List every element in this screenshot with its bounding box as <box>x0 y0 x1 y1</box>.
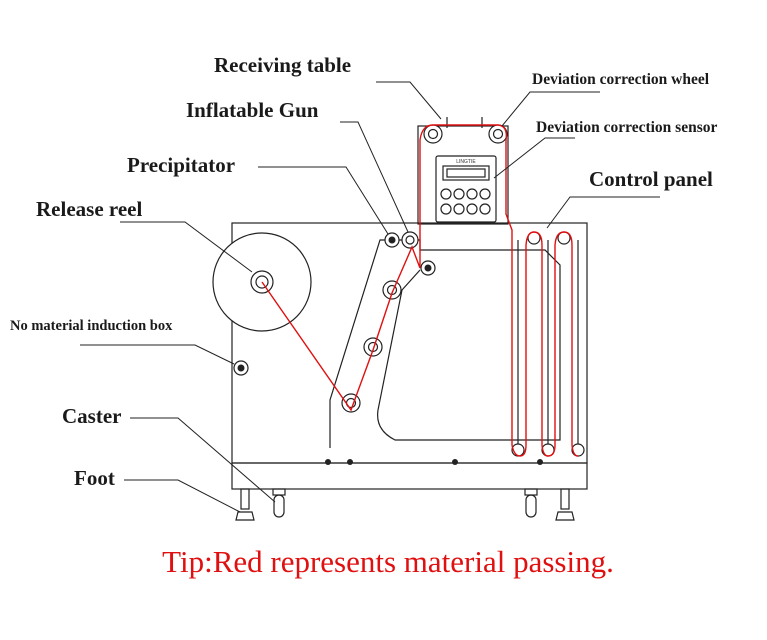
foot-right-pad <box>555 511 575 521</box>
panel-button <box>479 203 491 215</box>
receiving-table <box>417 117 509 225</box>
panel-button <box>479 188 491 200</box>
leader-correction-wheel <box>501 91 600 127</box>
leader-correction-sensor <box>493 137 575 179</box>
leader-inflatable-gun <box>340 121 409 233</box>
panel-button <box>453 188 465 200</box>
material-path <box>261 124 579 457</box>
panel-buttons <box>440 188 491 215</box>
feet-casters <box>235 488 575 521</box>
precipitator-dot <box>388 236 396 244</box>
frame-dot <box>537 459 543 465</box>
panel-button <box>466 203 478 215</box>
induction-sensor-dot <box>237 364 245 372</box>
material-route <box>261 124 579 457</box>
guide-rollers <box>341 231 436 413</box>
caster-right-mount <box>524 488 538 496</box>
reel-axle <box>255 275 269 289</box>
label-inflatable-gun: Inflatable Gun <box>186 98 319 122</box>
label-release-reel: Release reel <box>36 197 142 221</box>
panel-lcd <box>442 165 490 181</box>
machine-body <box>231 222 588 490</box>
label-foot: Foot <box>74 466 115 490</box>
label-receiving-table: Receiving table <box>214 53 351 77</box>
label-precipitator: Precipitator <box>127 153 235 177</box>
panel-button <box>440 188 452 200</box>
roller <box>382 280 402 300</box>
induction-box <box>233 360 249 376</box>
leader-induction-box <box>80 344 235 365</box>
label-induction-box: No material induction box <box>10 318 173 334</box>
tip-text: Tip:Red represents material passing. <box>162 544 614 579</box>
label-caster: Caster <box>62 404 121 428</box>
reel-hub <box>250 270 274 294</box>
panel-button <box>440 203 452 215</box>
panel-button <box>453 203 465 215</box>
drive-roller-dot <box>424 264 432 272</box>
base-plinth <box>231 462 588 490</box>
labels: Receiving table Inflatable Gun Precipita… <box>10 53 717 490</box>
correction-wheel-right-hub <box>492 128 504 140</box>
leader-precipitator <box>258 166 389 235</box>
leader-foot <box>124 479 241 513</box>
roller <box>363 337 383 357</box>
right-roller-columns <box>511 231 585 457</box>
caster-right-wheel <box>525 494 537 518</box>
label-control-panel: Control panel <box>589 167 713 191</box>
leader-caster <box>130 417 276 503</box>
foot-left-pad <box>235 511 255 521</box>
caster-left-wheel <box>273 494 285 518</box>
correction-wheel-left <box>423 124 443 144</box>
leader-control-panel <box>546 196 660 229</box>
panel-lcd-inner <box>446 168 486 178</box>
panel-button <box>466 188 478 200</box>
leader-lines <box>80 81 660 513</box>
label-correction-sensor: Deviation correction sensor <box>536 119 717 136</box>
frame-dot <box>325 459 331 465</box>
frame-dot <box>452 459 458 465</box>
correction-wheel-left-hub <box>427 128 439 140</box>
leader-receiving-table <box>376 81 442 120</box>
caster-left-mount <box>272 488 286 496</box>
leader-release-reel <box>120 221 253 273</box>
top-housing <box>417 125 509 225</box>
foot-left-post <box>240 488 250 510</box>
frame-dot <box>347 459 353 465</box>
gun-roller-hub <box>405 235 415 245</box>
control-panel-unit: LINGTIE <box>435 155 497 223</box>
foot-right-post <box>560 488 570 510</box>
label-correction-wheel: Deviation correction wheel <box>532 71 710 88</box>
panel-brand: LINGTIE <box>456 159 476 165</box>
gun-roller <box>401 231 419 249</box>
